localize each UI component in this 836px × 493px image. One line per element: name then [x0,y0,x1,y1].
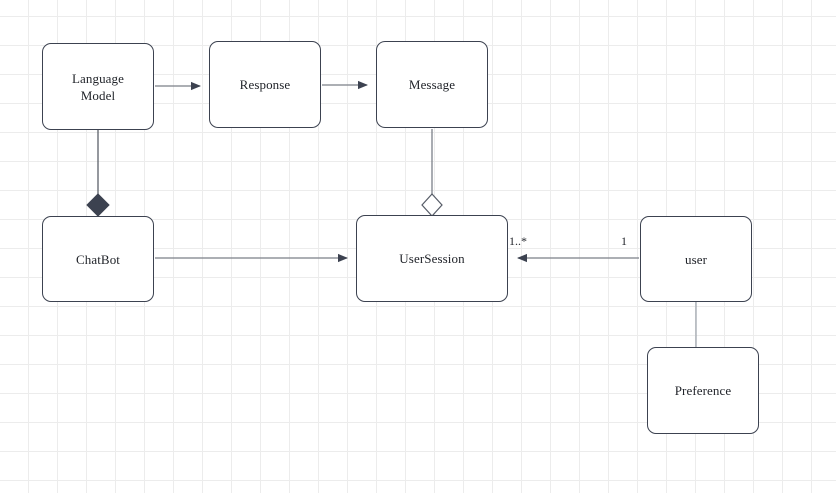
node-label: Preference [674,383,732,398]
multiplicity-user-side: 1 [621,234,627,248]
node-chatbot[interactable]: ChatBot [42,216,154,302]
hollow-diamond-icon [421,193,443,217]
edge-chatbot-to-language-model[interactable] [86,130,110,217]
edge-usersession-to-message[interactable] [421,129,443,217]
node-preference[interactable]: Preference [647,347,759,434]
node-label: Message [408,77,456,92]
node-label: UserSession [399,251,465,266]
node-usersession[interactable]: UserSession [356,215,508,302]
filled-diamond-icon [86,193,110,217]
node-label: ChatBot [75,251,121,267]
node-user[interactable]: user [640,216,752,302]
node-message[interactable]: Message [376,41,488,128]
node-label: user [684,251,708,267]
node-response[interactable]: Response [209,41,321,128]
node-label: Language Model [71,70,125,103]
node-language-model[interactable]: Language Model [42,43,154,130]
node-label: Response [239,77,291,92]
multiplicity-usersession-side: 1..* [509,234,527,248]
